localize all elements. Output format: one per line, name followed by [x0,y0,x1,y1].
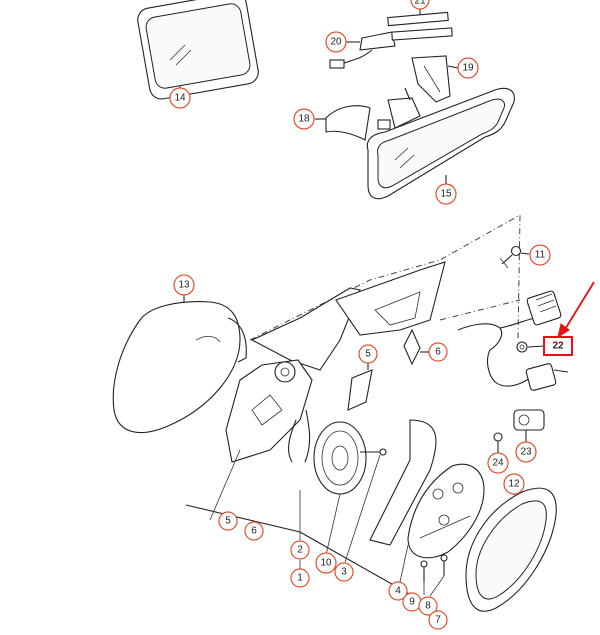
part-4-carrier [407,463,485,559]
part-19-cover [411,55,459,103]
callout-3[interactable]: 3 [334,562,354,582]
callout-20[interactable]: 20 [325,31,347,53]
part-15-large-mirror [366,87,515,200]
svg-text:7: 7 [435,615,441,626]
svg-text:21: 21 [414,0,426,7]
door-outline-dashed [249,214,521,341]
callout-1[interactable]: 1 [290,568,310,588]
part-12-mirror-glass [465,487,557,612]
callout-24[interactable]: 24 [487,452,509,474]
callout-21[interactable]: 21 [410,0,430,10]
svg-text:18: 18 [298,114,310,125]
callout-15[interactable]: 15 [435,183,457,205]
svg-text:9: 9 [409,597,415,608]
mirror-base-assembly [225,261,446,463]
callout-4[interactable]: 4 [388,581,408,601]
svg-text:24: 24 [492,458,504,469]
callout-23[interactable]: 23 [515,441,537,463]
svg-text:6: 6 [251,526,257,537]
callout-19[interactable]: 19 [457,57,479,79]
callout-22-highlighted[interactable]: 22 [543,336,573,356]
part-22-wiring-harness [457,290,569,391]
callout-8[interactable]: 8 [418,596,438,616]
part-11-screw [499,245,530,269]
callout-10[interactable]: 10 [315,552,337,574]
callout-5-lower[interactable]: 5 [218,511,238,531]
callout-12[interactable]: 12 [503,473,525,495]
part-2-motor [313,421,387,495]
callout-18[interactable]: 18 [293,108,315,130]
part-18-trim [315,87,421,141]
svg-text:5: 5 [365,349,371,360]
svg-text:20: 20 [330,37,342,48]
callout-2[interactable]: 2 [290,540,310,560]
part-3-strip [369,419,437,546]
highlight-arrow [557,281,595,339]
callout-6-lower[interactable]: 6 [244,521,264,541]
svg-text:11: 11 [535,250,546,261]
svg-text:8: 8 [425,601,431,612]
svg-text:4: 4 [395,586,401,597]
svg-text:5: 5 [225,516,231,527]
callout-13[interactable]: 13 [173,274,195,296]
callout-6-upper[interactable]: 6 [428,342,448,362]
svg-text:19: 19 [462,63,474,74]
callout-5-upper[interactable]: 5 [358,344,378,364]
part-23-24-grommet-bolt [493,409,545,454]
svg-text:13: 13 [178,280,190,291]
svg-text:6: 6 [435,347,441,358]
callout-9[interactable]: 9 [402,592,422,612]
svg-text:2: 2 [297,545,303,556]
parts-7-8-9-screws [420,554,448,582]
callout-7[interactable]: 7 [428,610,448,630]
svg-text:15: 15 [440,189,452,200]
svg-text:12: 12 [508,479,520,490]
part-13-mirror-housing [112,292,247,434]
svg-text:10: 10 [320,558,332,569]
part-6-upper-strip [403,328,431,366]
svg-text:23: 23 [520,447,532,458]
callout-14[interactable]: 14 [169,87,191,109]
part-5-upper-plate [347,362,373,411]
callout-11[interactable]: 11 [529,244,551,266]
svg-text:14: 14 [174,93,186,104]
part-14-small-mirror [137,0,259,100]
svg-text:22: 22 [552,341,564,352]
svg-text:1: 1 [297,573,303,584]
svg-text:3: 3 [341,567,347,578]
